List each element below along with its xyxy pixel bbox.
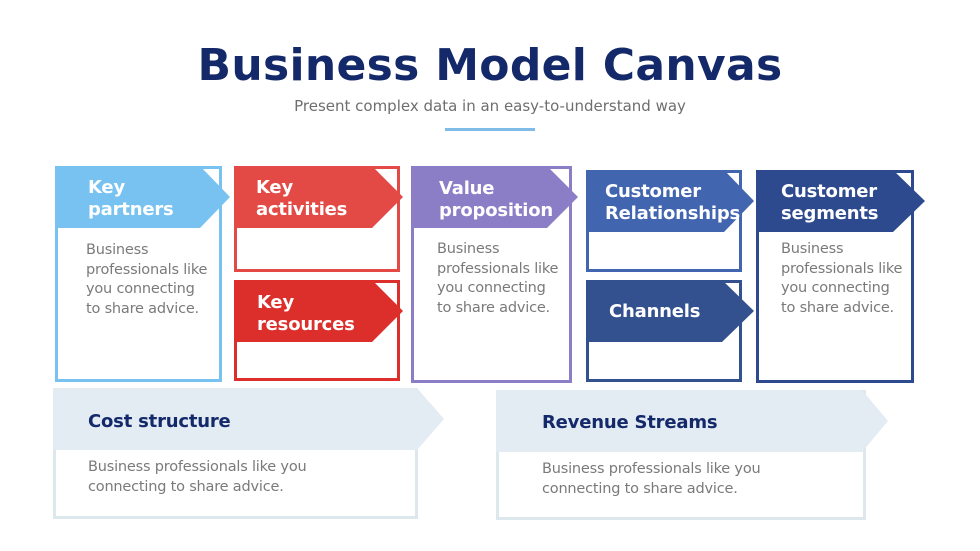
- channels-block: Channels: [586, 280, 758, 382]
- customer-relationships-title: Customer Relationships: [605, 181, 740, 225]
- desc-line: you connecting: [437, 280, 546, 296]
- revenue-streams-block: Revenue Streams Business professionals l…: [496, 390, 891, 522]
- revenue-streams-header-arrow: [496, 390, 888, 452]
- desc-line: to share advice.: [781, 299, 894, 316]
- desc-line: professionals like: [781, 260, 903, 277]
- value-proposition-header-arrow: [411, 166, 578, 228]
- revenue-streams-arrow-shape: [496, 390, 888, 452]
- key-resources-title-line2: resources: [257, 314, 355, 335]
- desc-line: you connecting: [781, 280, 890, 296]
- key-activities-header-arrow: [234, 166, 403, 228]
- customer-segments-title-line1: Customer: [781, 181, 877, 202]
- desc-line: Business professionals like you: [88, 459, 307, 475]
- key-activities-title: Key activities: [256, 177, 347, 221]
- key-activities-arrow-shape: [234, 166, 403, 228]
- customer-relationships-header-arrow: [586, 170, 754, 232]
- revenue-streams-title: Revenue Streams: [542, 412, 718, 433]
- desc-line: connecting to share advice.: [542, 480, 738, 497]
- cost-structure-header-arrow: [53, 388, 444, 450]
- key-resources-title: Key resources: [257, 292, 355, 336]
- customer-segments-title: Customer segments: [781, 181, 879, 225]
- customer-relationships-arrow-shape: [586, 170, 754, 232]
- customer-relationships-title-line2: Relationships: [605, 203, 741, 224]
- desc-line: Business: [781, 241, 844, 257]
- key-partners-header-arrow: [55, 166, 230, 228]
- key-partners-title: Key partners: [88, 177, 174, 221]
- key-partners-block: Key partners Business professionals like…: [55, 166, 235, 386]
- cost-structure-title: Cost structure: [88, 411, 231, 432]
- key-resources-block: Key resources: [234, 280, 406, 382]
- value-proposition-title-line1: Value: [439, 178, 495, 199]
- customer-relationships-title-line1: Customer: [605, 181, 701, 202]
- cost-structure-description: Business professionals like you connecti…: [88, 458, 307, 497]
- key-partners-description: Business professionals like you connecti…: [86, 241, 207, 319]
- value-proposition-description: Business professionals like you connecti…: [437, 240, 558, 318]
- key-activities-block: Key activities: [234, 166, 406, 274]
- key-partners-title-line2: partners: [88, 199, 174, 220]
- revenue-streams-description: Business professionals like you connecti…: [542, 460, 761, 499]
- value-proposition-arrow-shape: [411, 166, 578, 228]
- key-resources-title-line1: Key: [257, 292, 294, 313]
- title-underline-divider: [445, 128, 535, 131]
- channels-arrow-shape: [586, 280, 754, 342]
- key-activities-title-line1: Key: [256, 177, 293, 198]
- customer-segments-arrow-shape: [756, 170, 925, 232]
- desc-line: connecting to share advice.: [88, 478, 284, 495]
- customer-relationships-block: Customer Relationships: [586, 170, 758, 274]
- desc-line: professionals like: [437, 260, 559, 277]
- key-partners-title-line1: Key: [88, 177, 125, 198]
- key-resources-arrow-shape: [234, 280, 403, 342]
- desc-line: Business: [437, 241, 500, 257]
- customer-segments-block: Customer segments Business professionals…: [756, 170, 928, 384]
- desc-line: Business: [86, 242, 149, 258]
- channels-title-line1: Channels: [609, 301, 701, 322]
- channels-title: Channels: [609, 301, 700, 323]
- page-subtitle: Present complex data in an easy-to-under…: [294, 97, 686, 115]
- value-proposition-title-line2: proposition: [439, 200, 554, 221]
- desc-line: professionals like: [86, 261, 208, 278]
- customer-segments-title-line2: segments: [781, 203, 879, 224]
- desc-line: you connecting: [86, 281, 195, 297]
- key-activities-title-line2: activities: [256, 199, 348, 220]
- value-proposition-block: Value proposition Business professionals…: [411, 166, 583, 386]
- customer-segments-header-arrow: [756, 170, 925, 232]
- desc-line: to share advice.: [86, 300, 199, 317]
- cost-structure-block: Cost structure Business professionals li…: [53, 388, 448, 520]
- value-proposition-title: Value proposition: [439, 178, 553, 222]
- desc-line: to share advice.: [437, 299, 550, 316]
- page-title: Business Model Canvas: [197, 40, 783, 91]
- cost-structure-arrow-shape: [53, 388, 444, 450]
- key-partners-arrow-shape: [55, 166, 230, 228]
- channels-header-arrow: [586, 280, 754, 342]
- desc-line: Business professionals like you: [542, 461, 761, 477]
- customer-segments-description: Business professionals like you connecti…: [781, 240, 902, 318]
- key-resources-header-arrow: [234, 280, 403, 342]
